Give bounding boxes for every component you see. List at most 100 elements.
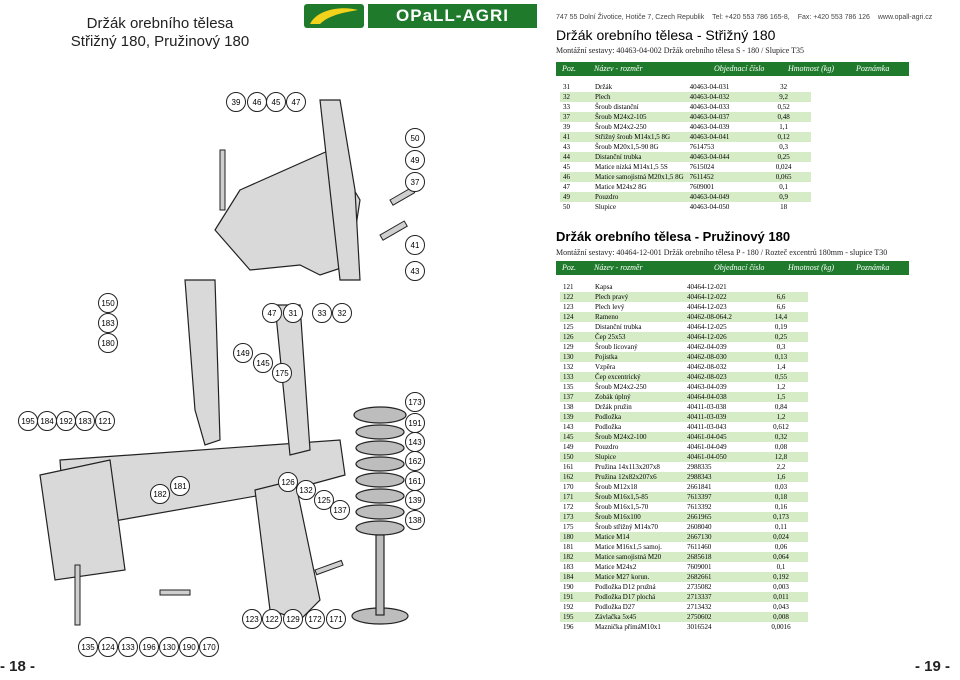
cell-position: 190 <box>563 583 574 591</box>
cell-order-number: 40463-04-039 <box>689 123 730 131</box>
cell-order-number: 40463-04-049 <box>686 192 757 202</box>
cell-name: Pružina 14x113x207x8 <box>595 463 660 471</box>
cell-name: Matice samojistná M20x1,5 8G <box>592 172 687 182</box>
callout: 191 <box>405 413 425 433</box>
cell-position: 121 <box>563 283 574 291</box>
cell-weight: 1,2 <box>754 412 808 422</box>
callout: 181 <box>170 476 190 496</box>
cell-name: Držák pružin <box>595 403 632 411</box>
cell-position: 130 <box>560 352 592 362</box>
cell-name: Slupice <box>595 203 616 211</box>
callout: 46 <box>247 92 267 112</box>
section2-title: Držák orebního tělesa - Pružinový 180 <box>556 229 791 244</box>
logo-brand: OPaLL-AGRI <box>368 4 537 28</box>
cell-name: Pružina 12x82x207x6 <box>592 472 684 482</box>
cell-position: 196 <box>563 623 574 631</box>
cell-position: 149 <box>563 443 574 451</box>
left-title-line2: Střižný 180, Pružinový 180 <box>70 33 250 50</box>
callout: 170 <box>199 637 219 657</box>
cell-position: 139 <box>560 412 592 422</box>
callout: 183 <box>75 411 95 431</box>
cell-order-number: 40461-04-045 <box>684 432 754 442</box>
cell-name: Distanční trubka <box>592 152 687 162</box>
exploded-parts-drawing: 39 46 45 47 50 49 37 41 43 150 183 180 4… <box>0 80 550 660</box>
contact-fax: Fax: +420 553 786 126 <box>797 14 870 21</box>
cell-position: 43 <box>563 143 570 151</box>
section1-header-code: Objednací číslo <box>714 64 765 73</box>
section1-header-note: Poznámka <box>856 64 890 73</box>
callout: 121 <box>95 411 115 431</box>
cell-order-number: 2661965 <box>684 512 754 522</box>
cell-weight: 1,2 <box>776 383 786 391</box>
left-title-line1: Držák orebního tělesa <box>86 15 234 32</box>
cell-weight: 2,2 <box>776 463 786 471</box>
logo-leaf-icon <box>304 4 364 28</box>
cell-position: 170 <box>563 483 574 491</box>
cell-weight: 18 <box>780 203 788 211</box>
cell-position: 37 <box>560 112 592 122</box>
cell-name: Slupice <box>592 452 684 462</box>
cell-order-number: 7615024 <box>689 163 715 171</box>
section2-assembly: Montážní sestavy: 40464-12-001 Držák ore… <box>556 248 888 257</box>
cell-name: Šroub M24x2-105 <box>592 112 687 122</box>
cell-name: Šroub M12x18 <box>595 483 638 491</box>
callout: 145 <box>253 353 273 373</box>
cell-weight: 0,25 <box>754 332 808 342</box>
cell-order-number: 40462-08-064.2 <box>684 312 754 322</box>
cell-order-number: 40463-04-033 <box>689 103 730 111</box>
cell-order-number: 2988335 <box>687 463 712 471</box>
cell-name: Šroub M16x1,5-85 <box>592 492 684 502</box>
cell-weight: 32 <box>780 83 788 91</box>
cell-position: 44 <box>560 152 592 162</box>
cell-position: 191 <box>560 592 592 602</box>
bolts-drawing <box>74 149 416 626</box>
cell-position: 47 <box>563 183 570 191</box>
callout: 43 <box>405 261 425 281</box>
cell-name: Šroub střižný M14x70 <box>595 523 658 531</box>
cell-name: Držák <box>595 83 613 91</box>
cell-weight: 0,18 <box>754 492 808 502</box>
cell-weight: 0,32 <box>754 432 808 442</box>
cell-order-number: 40463-04-032 <box>686 92 757 102</box>
section1-header-name: Název - rozměr <box>594 64 643 73</box>
callout: 195 <box>18 411 38 431</box>
cell-order-number: 7613397 <box>684 492 754 502</box>
cell-position: 124 <box>560 312 592 322</box>
cell-order-number: 40463-04-041 <box>686 132 757 142</box>
cell-order-number: 40462-08-032 <box>687 363 727 371</box>
callout: 137 <box>330 500 350 520</box>
cell-weight: 1,1 <box>779 123 789 131</box>
callout: 32 <box>332 303 352 323</box>
callout: 39 <box>226 92 246 112</box>
cell-weight: 0,11 <box>775 523 787 531</box>
cell-name: Vzpěra <box>595 363 616 371</box>
cell-weight: 9,2 <box>756 92 811 102</box>
callout: 184 <box>37 411 57 431</box>
contact-web: www.opall-agri.cz <box>877 14 933 21</box>
callout: 175 <box>272 363 292 383</box>
cell-order-number: 40463-04-039 <box>687 383 727 391</box>
cell-name: Podložka <box>595 423 622 431</box>
cell-order-number: 40411-03-043 <box>687 423 727 431</box>
section2-header-note: Poznámka <box>856 263 890 272</box>
cell-weight: 0,48 <box>756 112 811 122</box>
cell-weight: 0,3 <box>779 143 789 151</box>
cell-order-number: 40464-12-023 <box>687 303 727 311</box>
cell-order-number: 2735082 <box>687 583 712 591</box>
cell-name: Závlačka 5x45 <box>592 612 684 622</box>
contact-line: 747 55 Dolní Životice, Hotiče 7, Czech R… <box>556 14 938 21</box>
cell-name: Šroub M16x100 <box>592 512 684 522</box>
cell-order-number: 40463-04-044 <box>686 152 757 162</box>
